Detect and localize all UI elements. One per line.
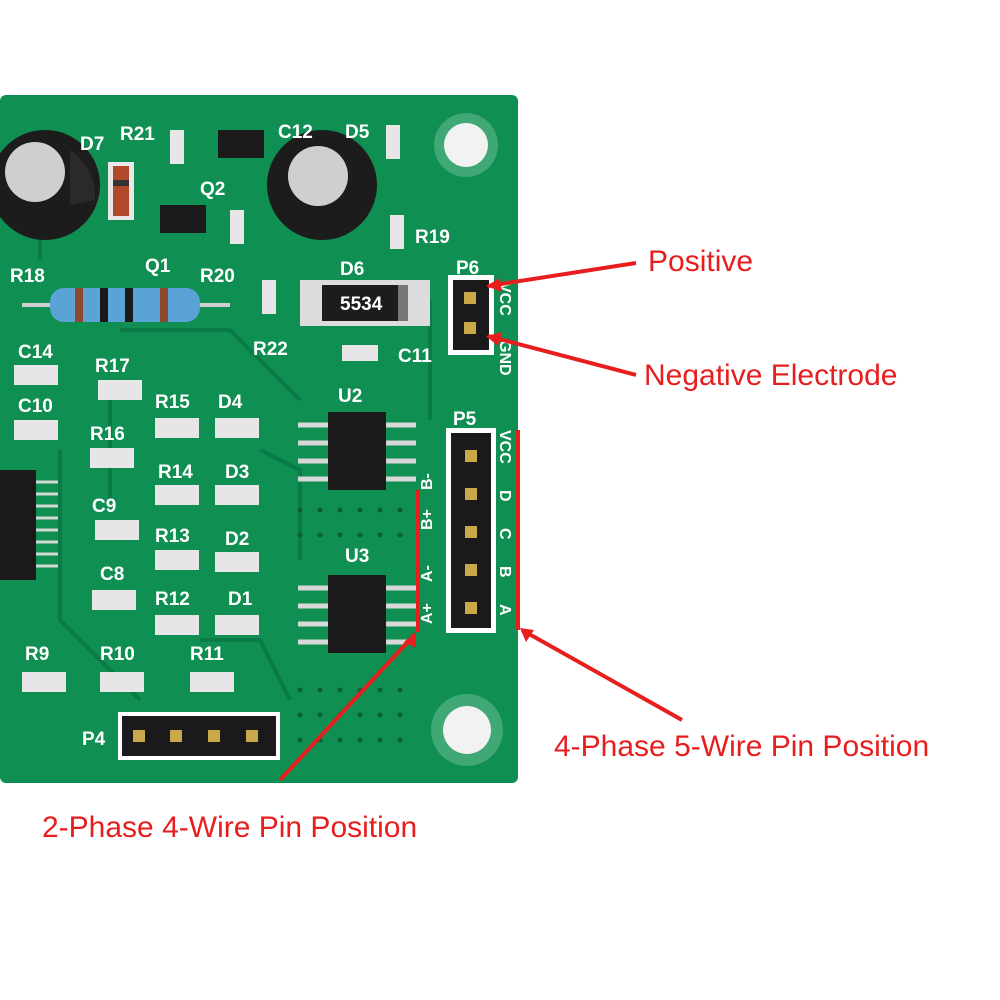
silk-r10: R10 — [100, 644, 135, 665]
silk-d6: D6 — [340, 259, 364, 280]
silk-c9: C9 — [92, 496, 116, 517]
ic-u3 — [298, 575, 416, 653]
diode-d6 — [300, 280, 430, 326]
silk-r15: R15 — [155, 392, 190, 413]
label-negative-electrode: Negative Electrode — [644, 359, 898, 392]
ic-u2 — [298, 412, 416, 490]
transistor-q1 — [160, 205, 206, 233]
silk-gnd-p6: GND — [496, 340, 513, 376]
silk-r20: R20 — [200, 266, 235, 287]
silk-p4-pin-3: B+ — [419, 509, 436, 530]
silk-p4-pin-2: A- — [419, 565, 436, 582]
label-2-phase-4-wire: 2-Phase 4-Wire Pin Position — [42, 811, 418, 844]
label-positive: Positive — [648, 245, 754, 278]
silk-r14: R14 — [158, 462, 193, 483]
silk-c-p5: C — [496, 528, 513, 540]
silk-r18: R18 — [10, 266, 45, 287]
silk-vcc-p5: VCC — [496, 430, 513, 464]
pcb-board — [0, 95, 518, 783]
silkscreen-labels: D7 R21 C12 D5 Q2 Q1 R19 R18 R20 D6 P6 R2… — [10, 122, 513, 750]
silk-d3: D3 — [225, 462, 249, 483]
silk-d2: D2 — [225, 529, 249, 550]
silk-a-p5: A — [496, 604, 513, 616]
annotation-arrowheads — [404, 278, 534, 648]
silk-d1: D1 — [228, 589, 253, 610]
silk-diode-code: 5534 — [340, 294, 383, 315]
silk-p4-pin-1: A+ — [419, 603, 436, 624]
electrolytic-capacitor-left — [0, 130, 100, 240]
silk-u3: U3 — [345, 546, 369, 567]
silk-r21: R21 — [120, 124, 155, 145]
silk-c11: C11 — [398, 346, 432, 367]
header-p4 — [118, 712, 280, 760]
transistor-q2 — [218, 130, 264, 158]
arrow-negative — [487, 334, 637, 377]
silk-c12: C12 — [278, 122, 313, 143]
arrow-positive — [487, 261, 637, 288]
silk-u2: U2 — [338, 386, 362, 407]
silk-q2: Q2 — [200, 179, 225, 200]
silk-d4: D4 — [218, 392, 243, 413]
silk-r19: R19 — [415, 227, 450, 248]
diode-d7 — [108, 162, 134, 220]
ic-left — [0, 470, 58, 580]
silk-p4: P4 — [82, 729, 106, 750]
arrow-4phase — [521, 628, 683, 722]
label-4-phase-5-wire: 4-Phase 5-Wire Pin Position — [554, 730, 930, 763]
silk-p6: P6 — [456, 258, 479, 279]
silk-d7: D7 — [80, 134, 104, 155]
silk-c10: C10 — [18, 396, 53, 417]
silk-p4-pin-4: B- — [419, 473, 436, 490]
smd-components — [14, 125, 404, 692]
electrolytic-capacitor-right — [267, 130, 377, 240]
header-p6 — [448, 275, 494, 355]
annotation-arrows — [278, 261, 683, 782]
silk-q1: Q1 — [145, 256, 171, 277]
silk-c8: C8 — [100, 564, 124, 585]
silk-c14: C14 — [18, 342, 53, 363]
silk-d5: D5 — [345, 122, 370, 143]
silk-r16: R16 — [90, 424, 125, 445]
silk-r13: R13 — [155, 526, 190, 547]
silk-r17: R17 — [95, 356, 130, 377]
silk-r22: R22 — [253, 339, 288, 360]
silk-r11: R11 — [190, 644, 224, 665]
arrow-2phase — [278, 632, 417, 782]
silk-r12: R12 — [155, 589, 190, 610]
silk-b-p5: B — [496, 566, 513, 578]
silk-d-p5: D — [496, 490, 513, 502]
silk-r9: R9 — [25, 644, 49, 665]
header-p5 — [446, 428, 496, 633]
resistor-r18 — [22, 288, 230, 322]
mounting-holes — [431, 113, 503, 766]
silk-p5: P5 — [453, 409, 477, 430]
